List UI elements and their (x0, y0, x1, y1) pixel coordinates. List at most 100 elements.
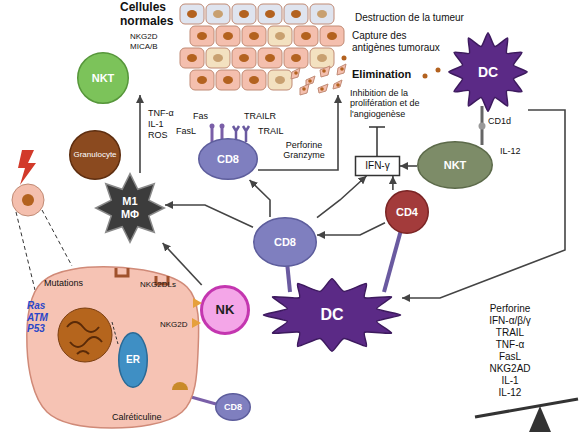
er-organelle-shape (119, 333, 148, 388)
node-text: IFN-γ (365, 160, 389, 172)
label-text: Mutations (44, 278, 83, 288)
annotation-label: Mutations (44, 278, 83, 288)
tumor-debris (337, 64, 346, 75)
label-text: Elimination (352, 68, 411, 81)
trail-receptor (243, 126, 249, 142)
tumor-debris (306, 76, 315, 85)
normal-cell (268, 70, 292, 90)
tcr-binding (384, 230, 401, 292)
tumor-antigen (436, 68, 441, 73)
cell-nucleus (187, 10, 197, 18)
edge-label-text: Perforine Granzyme (278, 140, 330, 161)
calreticulin-symbol (172, 382, 188, 390)
cell-nucleus (249, 76, 259, 84)
cd4-cell-shape (386, 191, 429, 234)
label-text: IFN-α/β/γ (470, 315, 550, 327)
node-text: Ras ATM P53 (27, 300, 57, 335)
tumor-cell-small (258, 48, 282, 68)
label-text: Destruction de la tumeur (355, 12, 464, 24)
node-text: ER (126, 354, 140, 366)
cell-nucleus (239, 54, 249, 62)
cell-nucleus (197, 32, 207, 40)
annotation-label: TRAILR (244, 111, 276, 121)
label-text: IL-1 (148, 119, 164, 129)
annotation-label: NKG2DLs (140, 280, 176, 289)
annotation-label: IL-12 (470, 387, 550, 399)
arrow-connector (250, 180, 270, 217)
cell-nucleus (22, 194, 34, 206)
annotation-label: NKG2D (160, 320, 188, 329)
tumor-antigen (336, 83, 340, 87)
chromatin (67, 322, 102, 354)
tumor-cell-small (294, 26, 318, 46)
normal-cell (310, 4, 334, 24)
tumor-antigen (320, 87, 324, 91)
cell-nucleus (197, 76, 207, 84)
annotation-label: MICA/B (130, 42, 158, 51)
arrow-connector (317, 223, 385, 235)
tumor-cell-small (242, 70, 266, 90)
cell-nucleus (265, 54, 275, 62)
cell-nucleus (249, 32, 259, 40)
normal-cell (310, 48, 334, 68)
tumor-debris (300, 84, 309, 95)
cell-nucleus (58, 308, 112, 362)
label-text: NKG2DLs (140, 280, 176, 289)
annotation-label: Perforine (470, 303, 550, 315)
label-text: TNF-α (470, 339, 550, 351)
cd8-cell: CD8 (215, 393, 251, 421)
annotation-label: TRAIL (470, 327, 550, 339)
tumor-debris (318, 84, 328, 93)
label-text: IL-1 (470, 375, 550, 387)
node-text: Cellules normales (120, 1, 188, 29)
edge-label: Perforine Granzyme (278, 140, 330, 161)
inhibition-bar (369, 127, 385, 156)
cell-nucleus (317, 10, 327, 18)
arrow-connector (258, 95, 338, 170)
er-organelle: ER (118, 332, 148, 388)
tumor-cell-shape (27, 267, 199, 428)
tumor-cell-small (284, 48, 308, 68)
cd8-cell-shape (254, 218, 317, 267)
annotation-label: Capture des antigènes tumoraux (352, 30, 440, 53)
annotation-label: CD1d (488, 116, 511, 126)
label-text: NKG2D (130, 32, 158, 41)
label-text: FasL (176, 126, 196, 136)
nkt-cell: NKT (417, 141, 493, 189)
normal-cell (268, 26, 292, 46)
arrow-connector (139, 95, 141, 173)
annotation-label: IFN-α/β/γ (470, 315, 550, 327)
annotation-label: FasL (470, 351, 550, 363)
tumor-cell-small (242, 26, 266, 46)
annotation-label: NKG2D (130, 32, 158, 41)
cytokine-box: IFN-γ (355, 156, 400, 176)
tumor-antigen (302, 87, 306, 91)
label-text: CD1d (488, 116, 511, 126)
nkt-cell-shape (78, 53, 129, 104)
node-text: CD4 (396, 206, 418, 219)
cell-nucleus (301, 32, 311, 40)
label-text: IL-12 (500, 146, 521, 156)
tumor-cell-small (190, 26, 214, 46)
node-text: M1 MΦ (119, 195, 141, 220)
tumor-debris (320, 66, 330, 77)
dendritic-cell-shape (449, 33, 527, 111)
label-text: Capture des antigènes tumoraux (352, 30, 440, 53)
node-text: NKT (92, 72, 115, 85)
tumor-debris (291, 68, 300, 79)
dendritic-cell-shape (263, 279, 400, 352)
label-text: Calréticuline (112, 412, 162, 422)
label-text: IL-12 (470, 387, 550, 399)
node-text: DC (478, 64, 498, 80)
normal-cell (206, 48, 230, 68)
granulocyte-cell: Granulocyte (69, 130, 121, 180)
cell-nucleus (275, 32, 285, 40)
label-text: Fas (193, 111, 208, 121)
fas-receptor (210, 124, 215, 129)
nk-cell-shape (202, 287, 249, 334)
arrow-connector (400, 165, 417, 167)
cytokine-box-shape (356, 157, 400, 176)
tumor-antigen (294, 71, 298, 75)
node-text: CD8 (274, 236, 296, 249)
